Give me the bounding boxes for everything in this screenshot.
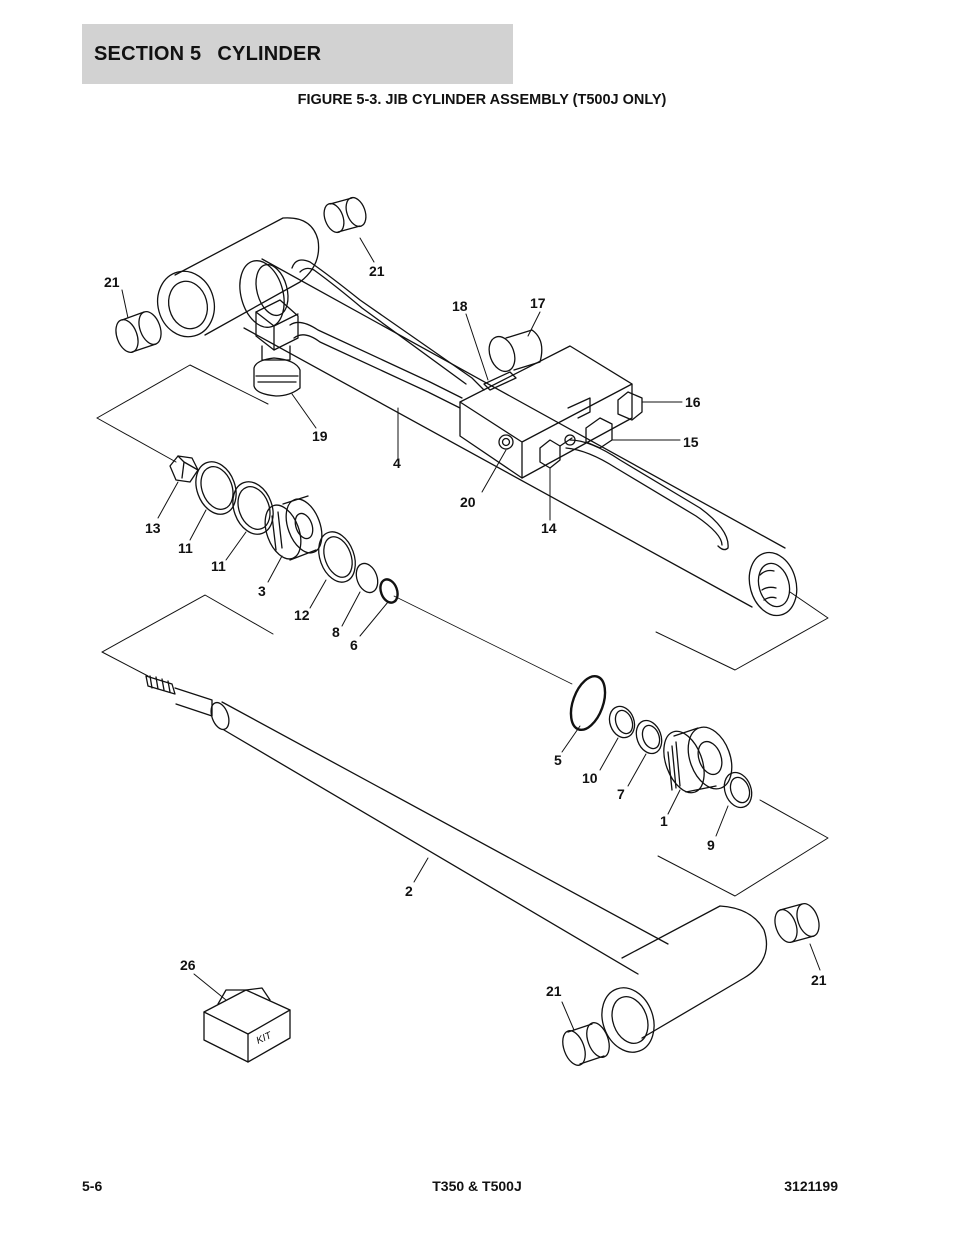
callout-10: 10: [582, 770, 598, 786]
footer-model: T350 & T500J: [432, 1178, 522, 1194]
callout-16: 16: [685, 394, 701, 410]
cylinder-rod: [145, 675, 768, 1053]
kit-box: [203, 987, 291, 1063]
head-parts: [569, 674, 753, 809]
callout-15: 15: [683, 434, 699, 450]
kit-boundary-lines: [96, 364, 829, 897]
callout-21: 21: [811, 972, 827, 988]
callout-19: 19: [312, 428, 328, 444]
figure-title: FIGURE 5-3. JIB CYLINDER ASSEMBLY (T500J…: [297, 92, 667, 108]
piston-parts: [169, 455, 573, 685]
callout-7: 7: [617, 786, 625, 802]
section-title: CYLINDER: [217, 42, 322, 65]
bushing-21-bottom: [562, 903, 820, 1066]
callout-2: 2: [405, 883, 413, 899]
footer-page-number: 5-6: [82, 1178, 103, 1194]
leader-lines: [121, 237, 821, 1031]
callout-18: 18: [452, 298, 468, 314]
valve-block: [459, 329, 643, 479]
footer-doc-number: 3121199: [784, 1178, 838, 1194]
callout-11: 11: [211, 558, 226, 574]
kit-label: KIT: [255, 1030, 275, 1047]
callout-13: 13: [145, 520, 161, 536]
callout-6: 6: [350, 637, 358, 653]
cylinder-barrel: [156, 217, 798, 617]
section-label: SECTION 5: [94, 42, 202, 65]
callout-20: 20: [460, 494, 476, 510]
callout-21: 21: [104, 274, 120, 290]
bushing-21-top: [115, 196, 367, 353]
section-header: SECTION 5 CYLINDER: [82, 24, 513, 84]
callout-12: 12: [294, 607, 310, 623]
callout-9: 9: [707, 837, 715, 853]
callout-3: 3: [258, 583, 266, 599]
callout-1: 1: [660, 813, 668, 829]
callout-21: 21: [369, 263, 385, 279]
callout-5: 5: [554, 752, 562, 768]
callout-21: 21: [546, 983, 562, 999]
callout-11: 11: [178, 540, 193, 556]
callout-8: 8: [332, 624, 340, 640]
callout-4: 4: [393, 455, 401, 471]
elbow-fitting: [253, 299, 301, 397]
hydraulic-tubes: [289, 259, 729, 551]
callout-17: 17: [530, 295, 546, 311]
callout-14: 14: [541, 520, 557, 536]
callout-26: 26: [180, 957, 196, 973]
